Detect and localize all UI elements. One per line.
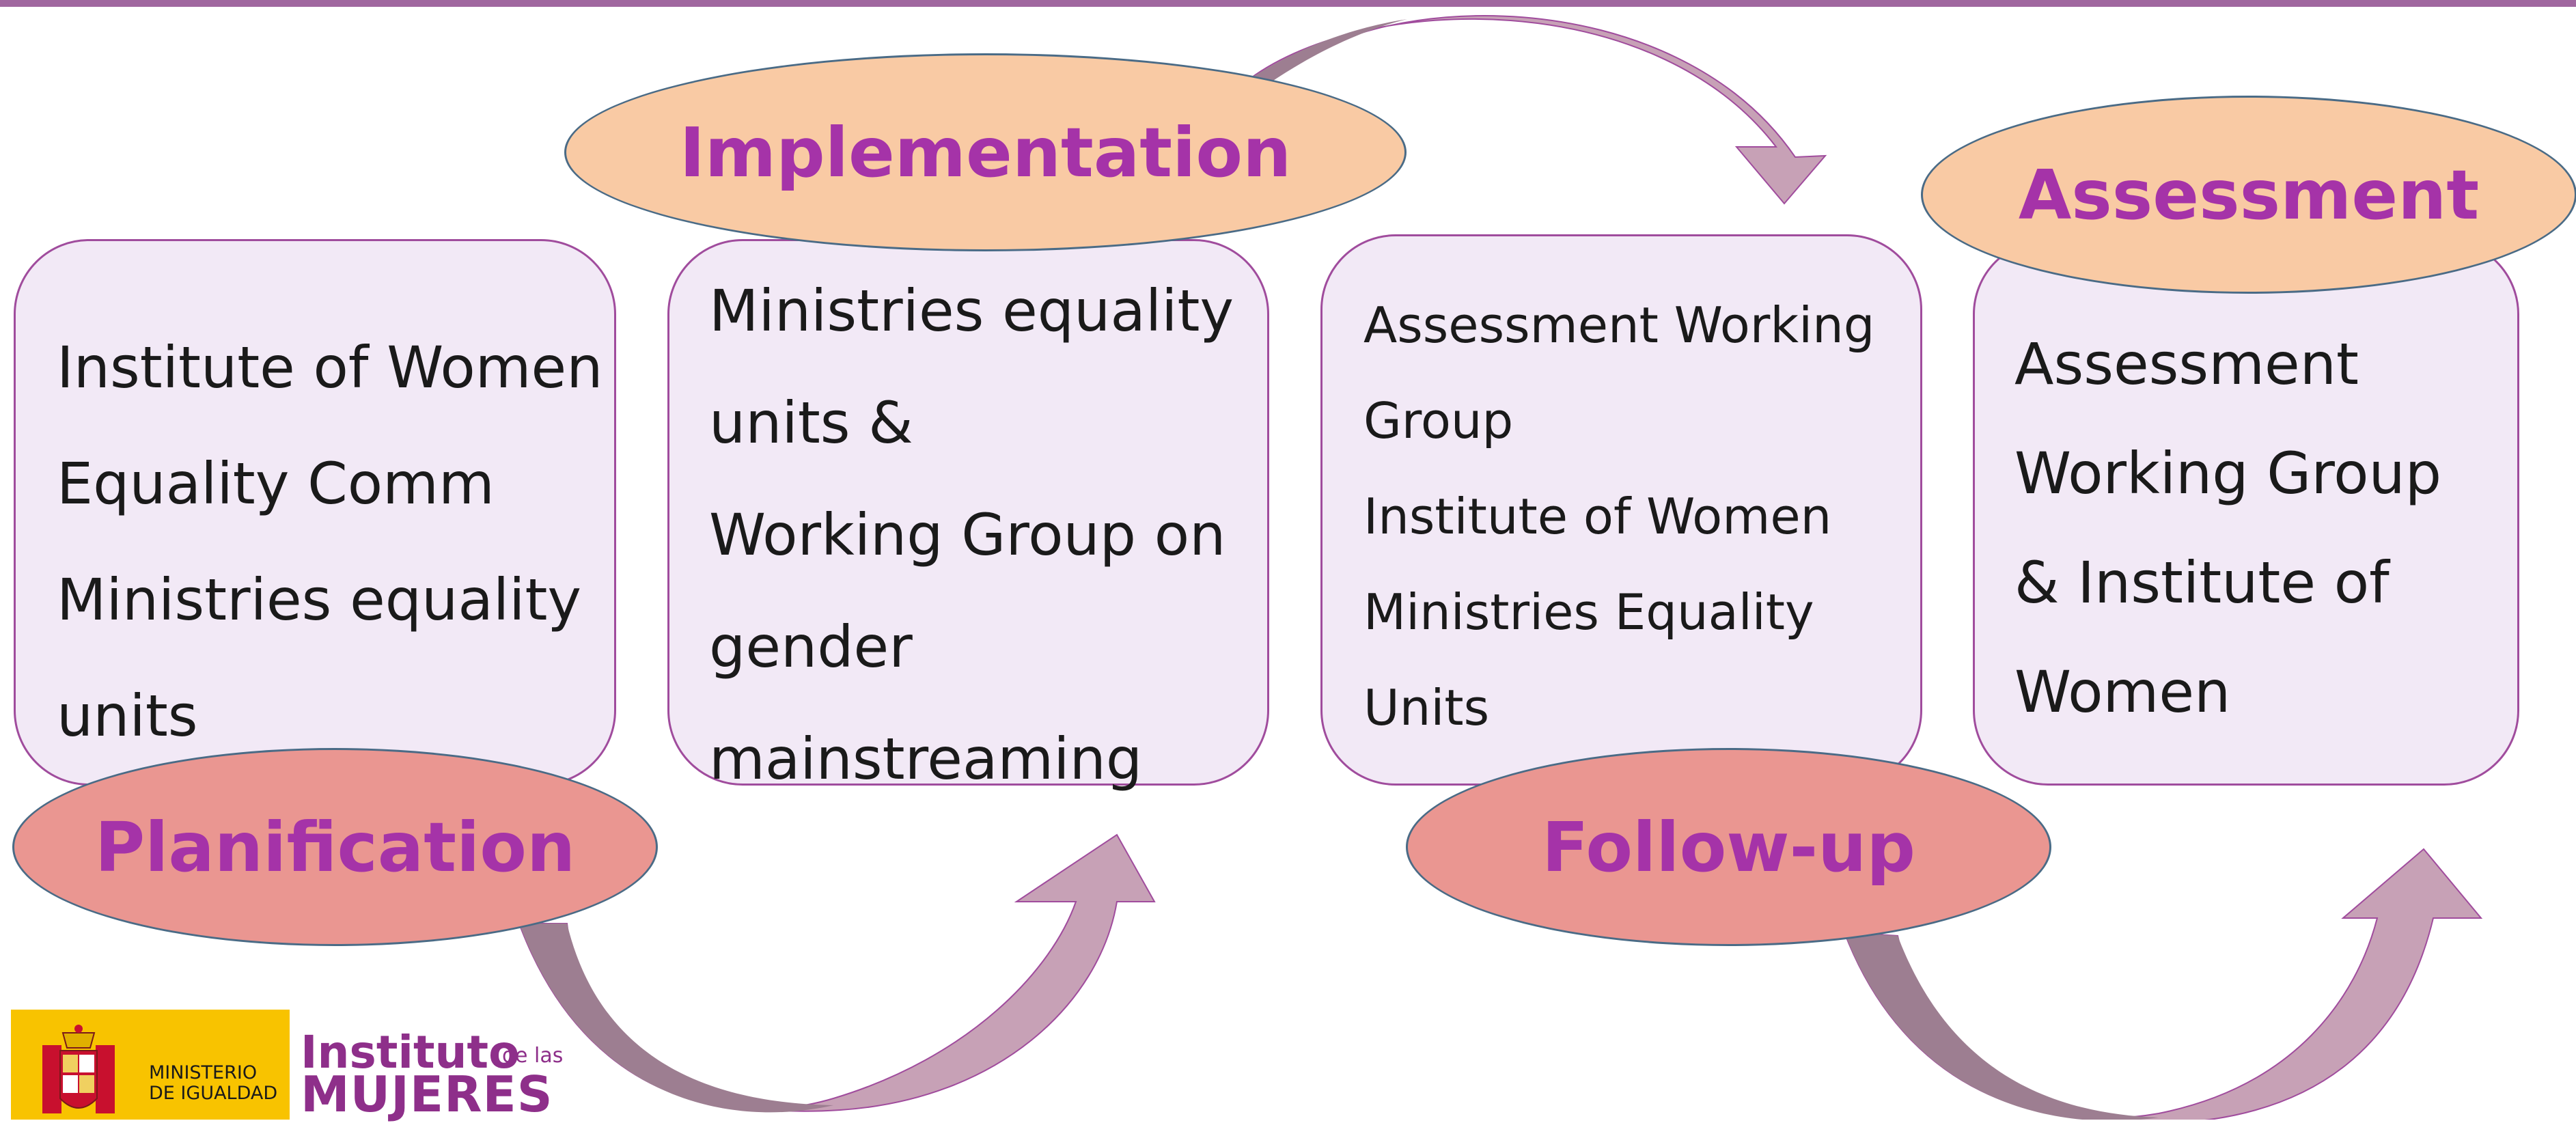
card-line: units & — [709, 389, 913, 456]
card-line: Ministries equality — [57, 566, 582, 633]
card-followup: Assessment Working Group Institute of Wo… — [1320, 234, 1922, 786]
ministry-line: MINISTERIO — [149, 1062, 258, 1083]
card-line: Equality Comm — [57, 450, 495, 517]
top-accent-bar — [0, 0, 2576, 7]
card-line: Units — [1363, 679, 1490, 736]
arrow-implementation-to-followup — [1248, 14, 1827, 205]
stage-assessment: Assessment — [1921, 96, 2576, 294]
card-line: Ministries Equality — [1363, 583, 1814, 641]
card-planification-text: Institute of Women Equality Comm Ministr… — [57, 309, 603, 774]
stage-followup-label: Follow-up — [1542, 807, 1915, 887]
card-line: units — [57, 682, 198, 749]
card-line: Assessment — [2014, 331, 2359, 398]
card-assessment-text: Assessment Working Group & Institute of … — [2014, 309, 2441, 747]
card-line: & Institute of — [2014, 549, 2390, 616]
institute-small: de las — [502, 1044, 564, 1068]
card-assessment: Assessment Working Group & Institute of … — [1973, 239, 2519, 786]
stage-implementation-label: Implementation — [679, 112, 1292, 193]
card-implementation-text: Ministries equality units & Working Grou… — [709, 255, 1234, 815]
card-implementation: Ministries equality units & Working Grou… — [667, 239, 1269, 792]
card-followup-text: Assessment Working Group Institute of Wo… — [1363, 277, 1874, 755]
stage-followup: Follow-up — [1406, 748, 2051, 946]
stage-planification-label: Planification — [94, 807, 576, 887]
card-line: Women — [2014, 658, 2231, 725]
institute-word: Instituto — [301, 1026, 520, 1079]
stage-implementation: Implementation — [564, 53, 1407, 251]
card-line: Institute of Women — [57, 334, 603, 401]
card-planification: Institute of Women Equality Comm Ministr… — [14, 239, 616, 786]
institute-name: MUJERES — [301, 1066, 553, 1123]
stage-planification: Planification — [12, 748, 658, 946]
card-line: gender — [709, 613, 913, 680]
stage-assessment-label: Assessment — [2018, 154, 2480, 235]
card-line: Institute of Women — [1363, 488, 1832, 545]
card-line: Group — [1363, 392, 1514, 449]
ministry-name: MINISTERIO DE IGUALDAD — [149, 1063, 277, 1104]
card-line: Working Group — [2014, 440, 2442, 507]
card-line: Ministries equality — [709, 277, 1234, 344]
card-line: mainstreaming — [709, 725, 1143, 792]
card-line: Working Group on — [709, 501, 1226, 568]
ministry-line: DE IGUALDAD — [149, 1083, 278, 1104]
card-line: Assessment Working — [1363, 296, 1875, 354]
